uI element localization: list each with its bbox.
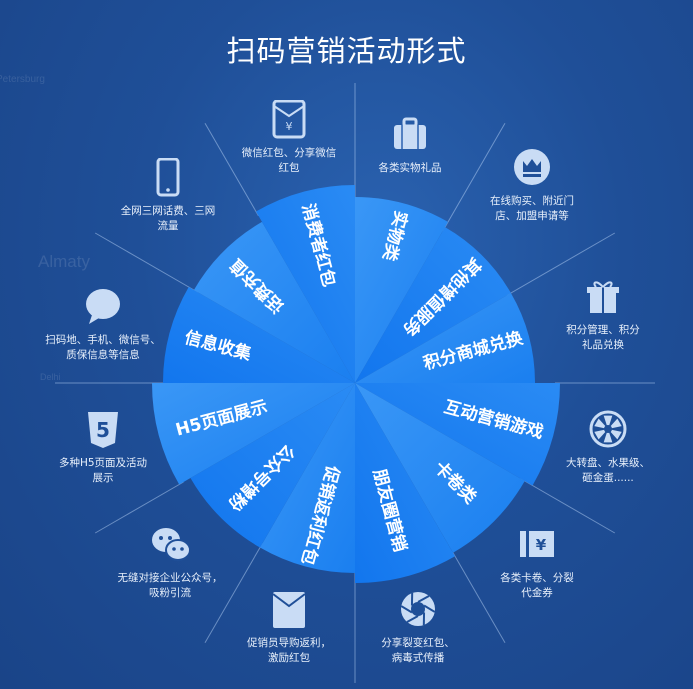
feature-description: 大转盘、水果级、 (566, 457, 650, 469)
feature-item: 无缝对接企业公众号， 吸粉引流 (95, 525, 245, 601)
feature-description: 扫码地、手机、微信号、 (45, 334, 161, 346)
speech-bubble-icon (86, 289, 120, 324)
feature-description: 展示 (92, 472, 114, 484)
segment-shadow (355, 383, 532, 485)
feature-description: 各类实物礼品 (378, 162, 442, 174)
feature-description: 各类卡卷、分裂 (500, 572, 574, 584)
wheel-segment: 积分商城兑换 (355, 289, 535, 383)
feature-description: 质保信息等信息 (66, 349, 140, 361)
suitcase-icon (394, 117, 426, 149)
ticket-icon: ¥ (520, 531, 554, 557)
connector-line (520, 478, 616, 534)
crown-icon (514, 149, 550, 185)
connector-line (204, 122, 259, 217)
segment-shape (355, 383, 525, 553)
feature-item: 扫码地、手机、微信号、质保信息等信息 (28, 287, 178, 363)
connector-line (204, 542, 263, 644)
segment-shape (152, 383, 355, 485)
svg-text:5: 5 (96, 418, 110, 442)
feature-description: 多种H5页面及活动 (58, 457, 148, 469)
feature-description: 病毒式传播 (391, 652, 445, 664)
feature-item: ¥ 各类卡卷、分裂代金券 (462, 525, 612, 601)
feature-description: 店、加盟申请等 (495, 210, 569, 222)
html5-icon: 5 (88, 412, 118, 448)
wheel-segment: H5页面展示 (152, 383, 355, 489)
wheel-segment: 公众号增粉 (190, 383, 355, 555)
feature-description: 积分管理、积分 (566, 324, 640, 336)
feature-description: 在线购买、附近门 (490, 195, 574, 207)
wheel-icon (589, 410, 627, 448)
feature-description: 激励红包 (268, 652, 310, 664)
feature-description: 礼品兑换 (582, 339, 624, 351)
wheel-segment: 促销返利红包 (260, 383, 355, 573)
feature-description: 流量 (157, 220, 179, 232)
wheel-segment: 卡卷类 (355, 383, 532, 553)
feature-description: 全网三网话费、三网 (120, 205, 216, 217)
feature-item: 5 多种H5页面及活动展示 (28, 410, 178, 486)
feature-description: 吸粉引流 (149, 587, 191, 599)
svg-text:¥: ¥ (286, 120, 293, 133)
wheel-segment: 朋友圈营销 (355, 383, 459, 583)
svg-text:¥: ¥ (536, 536, 547, 554)
wheel-segment: 消费者红包 (252, 185, 355, 383)
feature-description: 砸金蛋...... (582, 472, 634, 484)
segment-shape (193, 221, 355, 383)
phone-icon (156, 158, 180, 197)
feature-description: 促销员导购返利， (247, 637, 331, 649)
feature-item: 大转盘、水果级、砸金蛋...... (533, 410, 683, 486)
envelope-icon (272, 592, 306, 628)
segment-shape (355, 293, 535, 383)
segment-shape (355, 383, 560, 486)
bg-map-label: Petersburg (0, 74, 45, 85)
feature-description: 分享裂变红包、 (381, 637, 455, 649)
wheel-segment: 话费充值 (186, 221, 355, 383)
wheel-segment: 实物类 (355, 197, 448, 383)
aperture-icon (400, 592, 436, 626)
wechat-icon (152, 528, 189, 561)
feature-item: 各类实物礼品 (335, 115, 485, 176)
segment-shadow (256, 383, 355, 555)
feature-item: ¥ 微信红包、分享微信红包 (214, 100, 364, 176)
feature-item: 全网三网话费、三网流量 (93, 158, 243, 234)
segment-shape (163, 287, 355, 383)
segment-shape (355, 197, 448, 383)
bg-map-label: Delhi (40, 372, 61, 382)
feature-description: 红包 (278, 162, 300, 174)
feature-description: 代金券 (521, 587, 553, 599)
segment-shape (355, 383, 455, 583)
segment-shape (256, 185, 355, 383)
wheel-segment: 互动营销游戏 (355, 383, 560, 486)
feature-description: 无缝对接企业公众号， (117, 572, 223, 584)
connector-line (94, 481, 184, 534)
feature-description: 微信红包、分享微信 (241, 147, 337, 159)
feature-item: 促销员导购返利， 激励红包 (214, 590, 364, 666)
segment-shape (355, 227, 511, 383)
feature-item: 积分管理、积分礼品兑换 (528, 277, 678, 353)
feature-item: 在线购买、附近门店、加盟申请等 (457, 148, 607, 224)
connector-line (94, 232, 199, 293)
gift-icon (587, 281, 619, 313)
page-title: 扫码营销活动形式 (226, 34, 467, 68)
bg-map-label: Almaty (38, 252, 90, 271)
red-envelope-icon: ¥ (272, 100, 306, 139)
feature-item: 分享裂变红包、病毒式传播 (343, 590, 493, 666)
segment-shape (260, 383, 355, 573)
wheel-segment: 信息收集 (163, 287, 355, 383)
segment-shape (190, 383, 355, 548)
connector-line (506, 232, 616, 296)
connector-line (452, 551, 506, 644)
connector-line (442, 122, 506, 232)
